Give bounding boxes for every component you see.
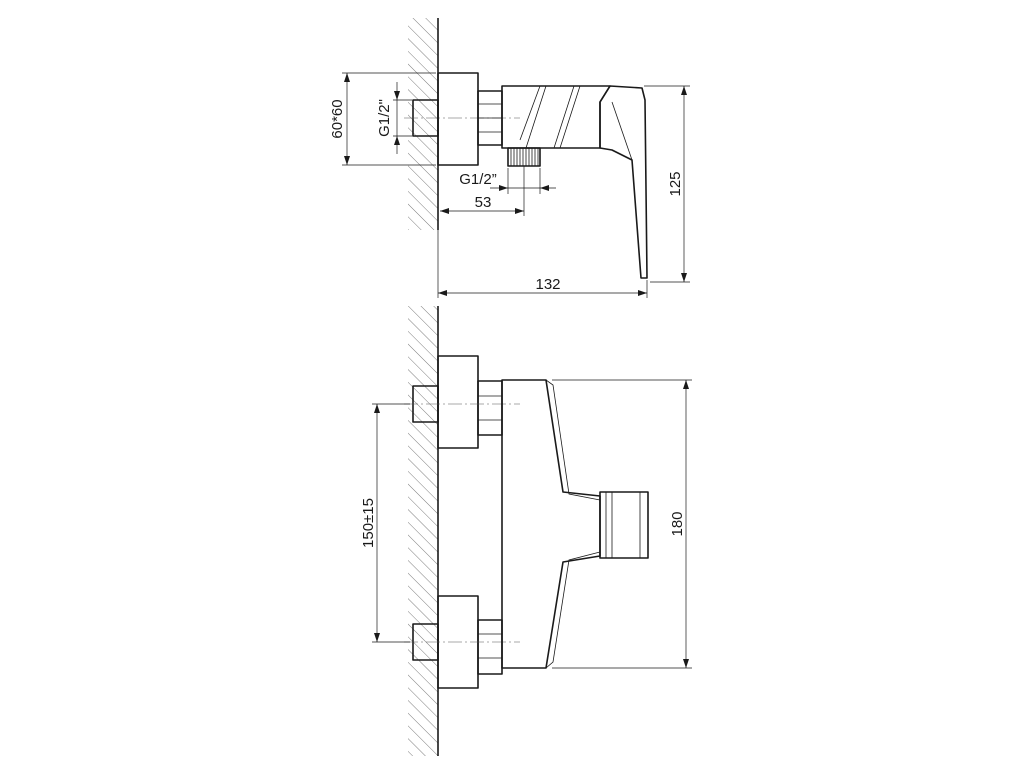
label-flange-size: 60*60: [329, 99, 346, 138]
dim-inlet-thread: G1/2": [376, 82, 412, 154]
label-height-front: 180: [669, 511, 686, 536]
label-height-top: 125: [667, 171, 684, 196]
dim-inlet-spacing: 150±15: [360, 403, 410, 643]
dim-flange: 60*60: [329, 72, 436, 166]
cartridge-front: [599, 491, 649, 559]
flange-top: [437, 72, 479, 166]
label-outlet-offset: 53: [475, 194, 492, 211]
nut-upper: [477, 380, 503, 436]
mixer-body-top: [501, 85, 611, 149]
dim-outlet-thread: G1/2”: [459, 168, 556, 194]
lever-handle-top: [599, 85, 648, 279]
label-inlet-spacing: 150±15: [360, 498, 377, 548]
nut-lower: [477, 619, 503, 675]
label-outlet-thread: G1/2”: [459, 171, 497, 188]
front-view: 150±15 180: [360, 306, 692, 756]
dim-height-top: 125: [644, 85, 690, 283]
mixer-body-front: [501, 379, 601, 669]
dim-height-front: 180: [552, 379, 692, 669]
wall-hatch-front: [408, 306, 438, 756]
flange-upper: [437, 355, 479, 449]
label-depth: 132: [535, 276, 560, 293]
top-view: 60*60 G1/2" G1/2” 53: [329, 18, 690, 298]
dim-outlet-offset: 53: [440, 166, 525, 216]
dim-depth: 132: [437, 230, 648, 298]
label-inlet-thread: G1/2": [376, 99, 393, 137]
